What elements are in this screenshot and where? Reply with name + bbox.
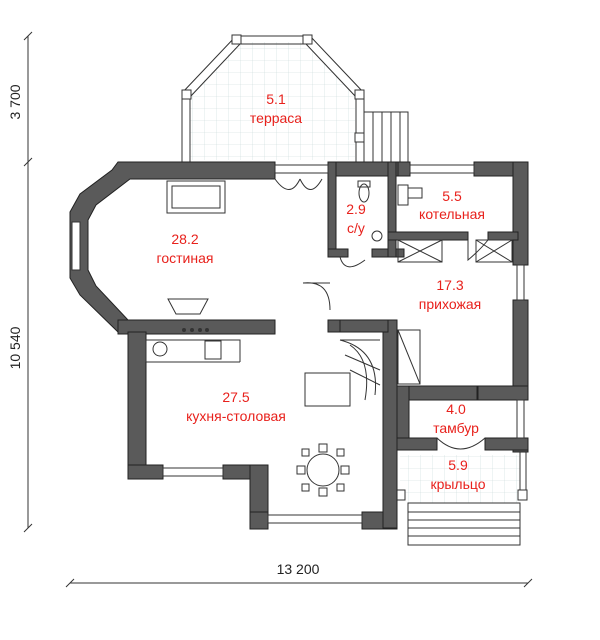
dimension-lines	[23, 31, 533, 588]
room-name-terrace: терраса	[250, 110, 302, 126]
porch-floor	[400, 455, 520, 503]
terrace-floor	[190, 42, 355, 160]
dimension-left-lower: 10 540	[7, 326, 23, 369]
dimension-total-width: 13 200	[277, 561, 320, 577]
porch-stairs	[407, 502, 521, 546]
room-area-vestibule: 4.0	[446, 401, 466, 417]
windows	[71, 164, 525, 524]
room-name-living: гостиная	[157, 250, 214, 266]
room-area-hall: 17.3	[436, 277, 463, 293]
room-name-vestibule: тамбур	[433, 420, 479, 436]
room-labels: 5.1 терраса 28.2 гостиная 2.9 с/у 5.5 ко…	[157, 91, 486, 492]
room-area-wc: 2.9	[346, 201, 366, 217]
walls	[69, 161, 529, 530]
room-name-hall: прихожая	[419, 296, 481, 312]
room-name-porch: крыльцо	[430, 476, 485, 492]
room-area-porch: 5.9	[448, 457, 468, 473]
terrace-stairs	[363, 111, 409, 163]
porch-railing	[395, 448, 528, 501]
room-area-kitchen: 27.5	[222, 389, 249, 405]
doors	[274, 178, 489, 450]
room-name-wc: с/у	[347, 220, 365, 236]
room-area-living: 28.2	[171, 231, 198, 247]
terrace-railing	[181, 34, 365, 162]
room-name-boiler: котельная	[419, 206, 485, 222]
tiled-floors	[190, 42, 520, 503]
room-area-boiler: 5.5	[442, 188, 462, 204]
dimension-left-upper: 3 700	[7, 84, 23, 119]
fixtures	[145, 180, 513, 497]
room-area-terrace: 5.1	[266, 91, 286, 107]
room-name-kitchen: кухня-столовая	[186, 408, 286, 424]
